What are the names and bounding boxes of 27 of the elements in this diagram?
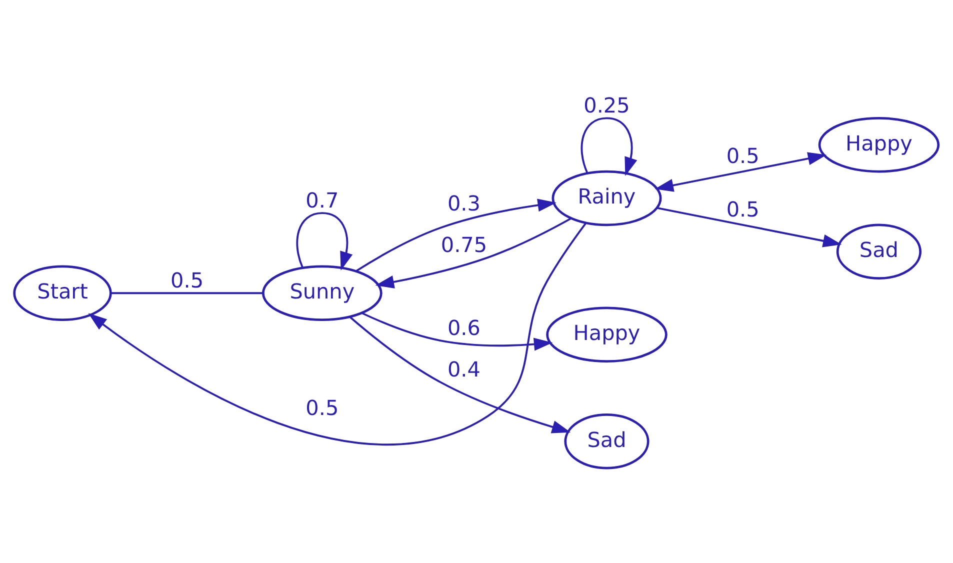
node-ellipse: Happy	[546, 306, 668, 362]
node-ellipse: Happy	[818, 116, 940, 172]
arrow	[349, 316, 571, 433]
arrow	[580, 116, 638, 176]
node-ellipse: Start	[13, 264, 112, 320]
arrow	[654, 152, 827, 192]
node-ellipse: Sunny	[262, 264, 382, 320]
arrow	[88, 222, 586, 445]
arrow	[657, 206, 842, 247]
arrow	[355, 198, 556, 272]
edge-label: 0.3	[447, 190, 480, 215]
arrow	[375, 217, 572, 288]
edge-label: 0.4	[447, 356, 480, 381]
edge-label: 0.7	[306, 188, 339, 212]
arrow	[296, 212, 353, 270]
edge-label: 0.5	[170, 268, 204, 292]
node-ellipse: Rainy	[552, 170, 662, 226]
arrow	[361, 312, 553, 350]
edge-label: 0.25	[584, 93, 630, 118]
edge-label: 0.75	[440, 232, 488, 256]
edge-label: 0.5	[726, 143, 760, 168]
edge-label: 0.5	[726, 196, 760, 221]
connector	[111, 292, 264, 294]
node-ellipse: Sad	[836, 223, 922, 279]
edge-label: 0.5	[306, 395, 339, 420]
edge-label: 0.6	[447, 315, 480, 340]
node-ellipse: Sad	[564, 413, 650, 469]
